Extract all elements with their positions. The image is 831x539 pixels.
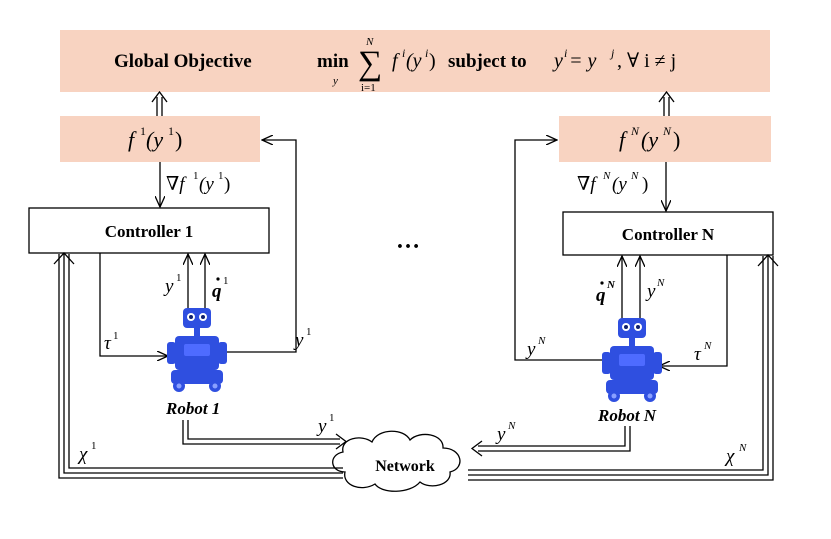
chi-arrow-N: [757, 254, 779, 267]
y-out-label-1: y: [293, 330, 304, 351]
svg-text:1: 1: [329, 412, 335, 424]
feedback-loop-1: [215, 140, 297, 353]
svg-text:1: 1: [140, 124, 146, 138]
min-operator: min: [317, 51, 349, 72]
controller-box-N: [562, 211, 774, 256]
svg-text:N: N: [537, 335, 546, 347]
controller-label-1: Controller 1: [105, 222, 194, 241]
local-objective-box-N: [559, 116, 771, 162]
svg-text:N: N: [738, 442, 747, 454]
svg-text:(y: (y: [612, 174, 627, 195]
feedback-loop-N: [514, 140, 606, 361]
svg-text:N: N: [630, 170, 639, 182]
svg-text:1: 1: [168, 124, 174, 138]
svg-text:1: 1: [223, 275, 229, 287]
chi-arrow-1: [53, 252, 75, 265]
svg-text:(y: (y: [641, 127, 658, 152]
qdot-label-N: q: [596, 285, 606, 306]
svg-text:1: 1: [176, 272, 182, 284]
net-arrow-robotN: [470, 440, 483, 457]
chi-label-1: χ: [77, 444, 88, 465]
constraint-y: y: [552, 50, 563, 72]
svg-text:1: 1: [91, 440, 97, 452]
objective-close: ): [429, 50, 436, 72]
svg-text:1: 1: [193, 170, 199, 182]
svg-text:(y: (y: [146, 127, 163, 152]
local-objective-f-1: f: [128, 127, 137, 152]
tau-label-1: τ: [104, 333, 112, 354]
y-net-label-1: y: [316, 416, 327, 437]
objective-f: f: [392, 50, 400, 72]
svg-text:1: 1: [113, 330, 119, 342]
gradient-label-1: ∇f: [166, 174, 187, 195]
y-up-label-N: y: [645, 281, 656, 302]
global-objective-label: Global Objective: [114, 51, 252, 72]
ellipsis: …: [396, 228, 420, 254]
svg-text:(y: (y: [199, 174, 214, 195]
global-objective-box: [60, 30, 770, 92]
svg-text:N: N: [507, 420, 516, 432]
svg-text:1: 1: [218, 170, 224, 182]
objective-arg-sup: i: [425, 46, 428, 60]
torque-arrow-N: [659, 255, 728, 366]
svg-text:1: 1: [306, 326, 312, 338]
tau-label-N: τ: [694, 344, 702, 365]
y-out-label-N: y: [525, 339, 536, 360]
svg-text:N: N: [630, 124, 640, 138]
torque-arrow-1: [99, 253, 168, 356]
sum-upper-limit: N: [365, 36, 374, 48]
svg-text:): ): [175, 127, 182, 152]
objective-f-sup: i: [402, 46, 405, 60]
robot-N-icon: [602, 318, 662, 402]
svg-text:N: N: [662, 124, 672, 138]
constraint-sup-i: i: [564, 46, 567, 60]
svg-text:): ): [642, 174, 648, 195]
constraint-sup-j: j: [609, 46, 615, 60]
sum-lower-limit: i=1: [361, 82, 376, 94]
svg-text:): ): [224, 174, 230, 195]
svg-text:N: N: [602, 170, 611, 182]
robot-label-N: Robot N: [597, 406, 657, 425]
local-objective-box-1: [60, 116, 260, 162]
subject-to-label: subject to: [448, 51, 527, 72]
network-label: Network: [375, 458, 435, 475]
robot-label-1: Robot 1: [165, 399, 220, 418]
constraint-eq: = y: [569, 50, 596, 72]
chi-label-N: χ: [724, 446, 735, 467]
min-subscript: y: [332, 75, 338, 87]
network-cloud: [332, 430, 461, 492]
svg-text:N: N: [703, 340, 712, 352]
local-objective-f-N: f: [619, 127, 628, 152]
forall-clause: , ∀ i ≠ j: [617, 50, 676, 72]
svg-text:): ): [673, 127, 680, 152]
y-net-label-N: y: [495, 424, 506, 445]
gradient-label-N: ∇f: [577, 174, 598, 195]
controller-label-N: Controller N: [622, 225, 715, 244]
y-up-label-1: y: [163, 276, 174, 297]
sum-symbol: ∑: [358, 45, 382, 82]
svg-text:N: N: [656, 277, 665, 289]
objective-arg: (y: [406, 50, 422, 72]
controller-box-1: [28, 207, 270, 254]
svg-text:N: N: [606, 279, 616, 291]
net-arrow-robot1: [335, 433, 348, 450]
double-arrow-up-left: [151, 90, 168, 103]
robot-1-icon: [167, 308, 227, 392]
double-arrow-up-right: [658, 90, 675, 103]
qdot-label-1: q: [212, 281, 222, 302]
